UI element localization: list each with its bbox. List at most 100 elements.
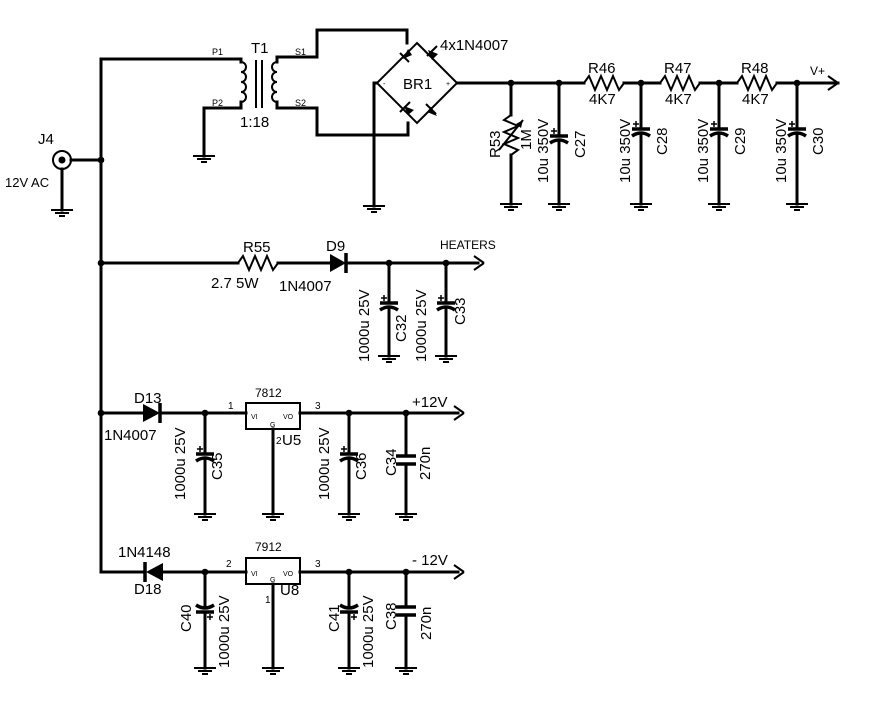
heaters-label: HEATERS [440, 238, 496, 252]
r48-ref: R48 [741, 60, 769, 77]
u8-g: G [270, 577, 275, 584]
bridge-rectifier-br1: BR1 4x1N4007 + - [361, 37, 508, 214]
c33-ref: C33 [452, 297, 469, 325]
d9-value: 1N4007 [279, 278, 332, 295]
c27-ref: C27 [572, 130, 589, 158]
ground-icon [376, 348, 402, 364]
u5-pin-out: 3 [315, 401, 321, 412]
pin-p2: P2 [212, 98, 223, 108]
u8-pin-in: 2 [226, 559, 232, 570]
d13-ref: D13 [134, 390, 162, 407]
c38-value: 270n [418, 607, 435, 640]
ground-icon [191, 148, 217, 164]
r53-value: 1M [518, 129, 535, 150]
c41-ref: C41 [326, 604, 343, 632]
r46-value: 4K7 [589, 91, 616, 108]
c38-ref: C38 [383, 602, 400, 630]
c27-value: 10u 350V [535, 119, 552, 183]
br1-minus: - [383, 81, 386, 88]
ground-icon [260, 660, 286, 676]
t1-ratio: 1:18 [240, 114, 269, 131]
c32-ref: C32 [393, 314, 410, 342]
ground-icon [336, 660, 362, 676]
d18-value: 1N4148 [118, 544, 171, 561]
r46-ref: R46 [588, 60, 616, 77]
c36-value: 1000u 25V [316, 427, 333, 500]
hv-output-label: V+ [810, 64, 825, 78]
u8-vo: VO [283, 571, 294, 578]
c29-ref: C29 [732, 127, 749, 155]
c35-ref: C35 [209, 452, 226, 480]
pin-p1: P1 [212, 47, 223, 57]
transformer-t1: T1 1:18 P1 P2 S1 S2 [191, 28, 410, 164]
ground-icon [628, 196, 654, 212]
c35-value: 1000u 25V [172, 427, 189, 500]
c33-value: 1000u 25V [413, 289, 430, 362]
u5-pin-in: 1 [228, 401, 234, 412]
c40-value: 1000u 25V [216, 595, 233, 668]
ground-icon [192, 660, 218, 676]
c30-ref: C30 [810, 127, 827, 155]
input-voltage-label: 12V AC [5, 175, 49, 190]
u8-pin-out: 3 [315, 559, 321, 570]
ground-icon [546, 196, 572, 212]
c32-value: 1000u 25V [356, 289, 373, 362]
u8-pin-g: 1 [265, 595, 271, 606]
c40-ref: C40 [178, 604, 195, 632]
d13-diode-icon [143, 404, 160, 422]
br1-plus: + [446, 81, 450, 88]
pin-s1: S1 [295, 47, 306, 57]
ground-icon [706, 196, 732, 212]
u8-ref: U8 [280, 582, 299, 599]
ground-icon [260, 506, 286, 522]
plus12v-label: +12V [412, 394, 447, 411]
positive-regulator-section: D13 1N4007 7812 VI G VO 1 2 3 U5 +12V 10… [99, 386, 465, 522]
br1-ref: BR1 [403, 76, 432, 93]
c28-value: 10u 350V [617, 119, 634, 183]
u5-ref: U5 [282, 432, 301, 449]
ground-icon [49, 202, 75, 218]
pin-s2: S2 [295, 98, 306, 108]
d18-ref: D18 [134, 581, 162, 598]
u5-vi: VI [251, 414, 258, 421]
ground-icon [498, 196, 524, 212]
ground-icon [336, 506, 362, 522]
u5-g: G [270, 422, 275, 429]
c30-value: 10u 350V [773, 119, 790, 183]
hv-filter-section: R46 4K7 R47 4K7 R48 4K7 V+ R53 1M 10u 35… [455, 60, 840, 212]
t1-ref: T1 [251, 40, 269, 57]
c41-value: 1000u 25V [360, 595, 377, 668]
r47-ref: R47 [664, 60, 692, 77]
d9-diode-icon [330, 254, 346, 272]
d18-diode-icon [146, 563, 163, 581]
c34-value: 270n [417, 447, 434, 480]
r55-value: 2.7 5W [211, 275, 259, 292]
heater-section: R55 2.7 5W D9 1N4007 HEATERS 1000u 25V C… [99, 238, 496, 364]
r48-value: 4K7 [742, 91, 769, 108]
j4-ref: J4 [38, 131, 54, 148]
u5-pin-g: 2 [276, 436, 282, 447]
input-section: J4 12V AC [5, 57, 243, 574]
minus12v-label: - 12V [412, 552, 448, 569]
r53-ref: R53 [487, 130, 504, 158]
ground-icon [433, 348, 459, 364]
ground-icon [784, 196, 810, 212]
c36-ref: C36 [353, 452, 370, 480]
c29-value: 10u 350V [695, 119, 712, 183]
u8-vi: VI [251, 571, 258, 578]
ground-icon [393, 660, 419, 676]
u5-vo: VO [283, 414, 294, 421]
br1-part: 4x1N4007 [440, 37, 508, 54]
c28-ref: C28 [654, 127, 671, 155]
negative-regulator-section: 1N4148 D18 7912 VI G VO 2 1 3 U8 - 12V C… [118, 540, 465, 676]
ground-icon [192, 506, 218, 522]
ground-icon [361, 198, 387, 214]
u5-part: 7812 [255, 386, 282, 400]
r55-ref: R55 [243, 239, 271, 256]
u8-part: 7912 [255, 540, 282, 554]
r47-value: 4K7 [665, 91, 692, 108]
ground-icon [393, 506, 419, 522]
c34-ref: C34 [383, 448, 400, 476]
d9-ref: D9 [326, 238, 345, 255]
